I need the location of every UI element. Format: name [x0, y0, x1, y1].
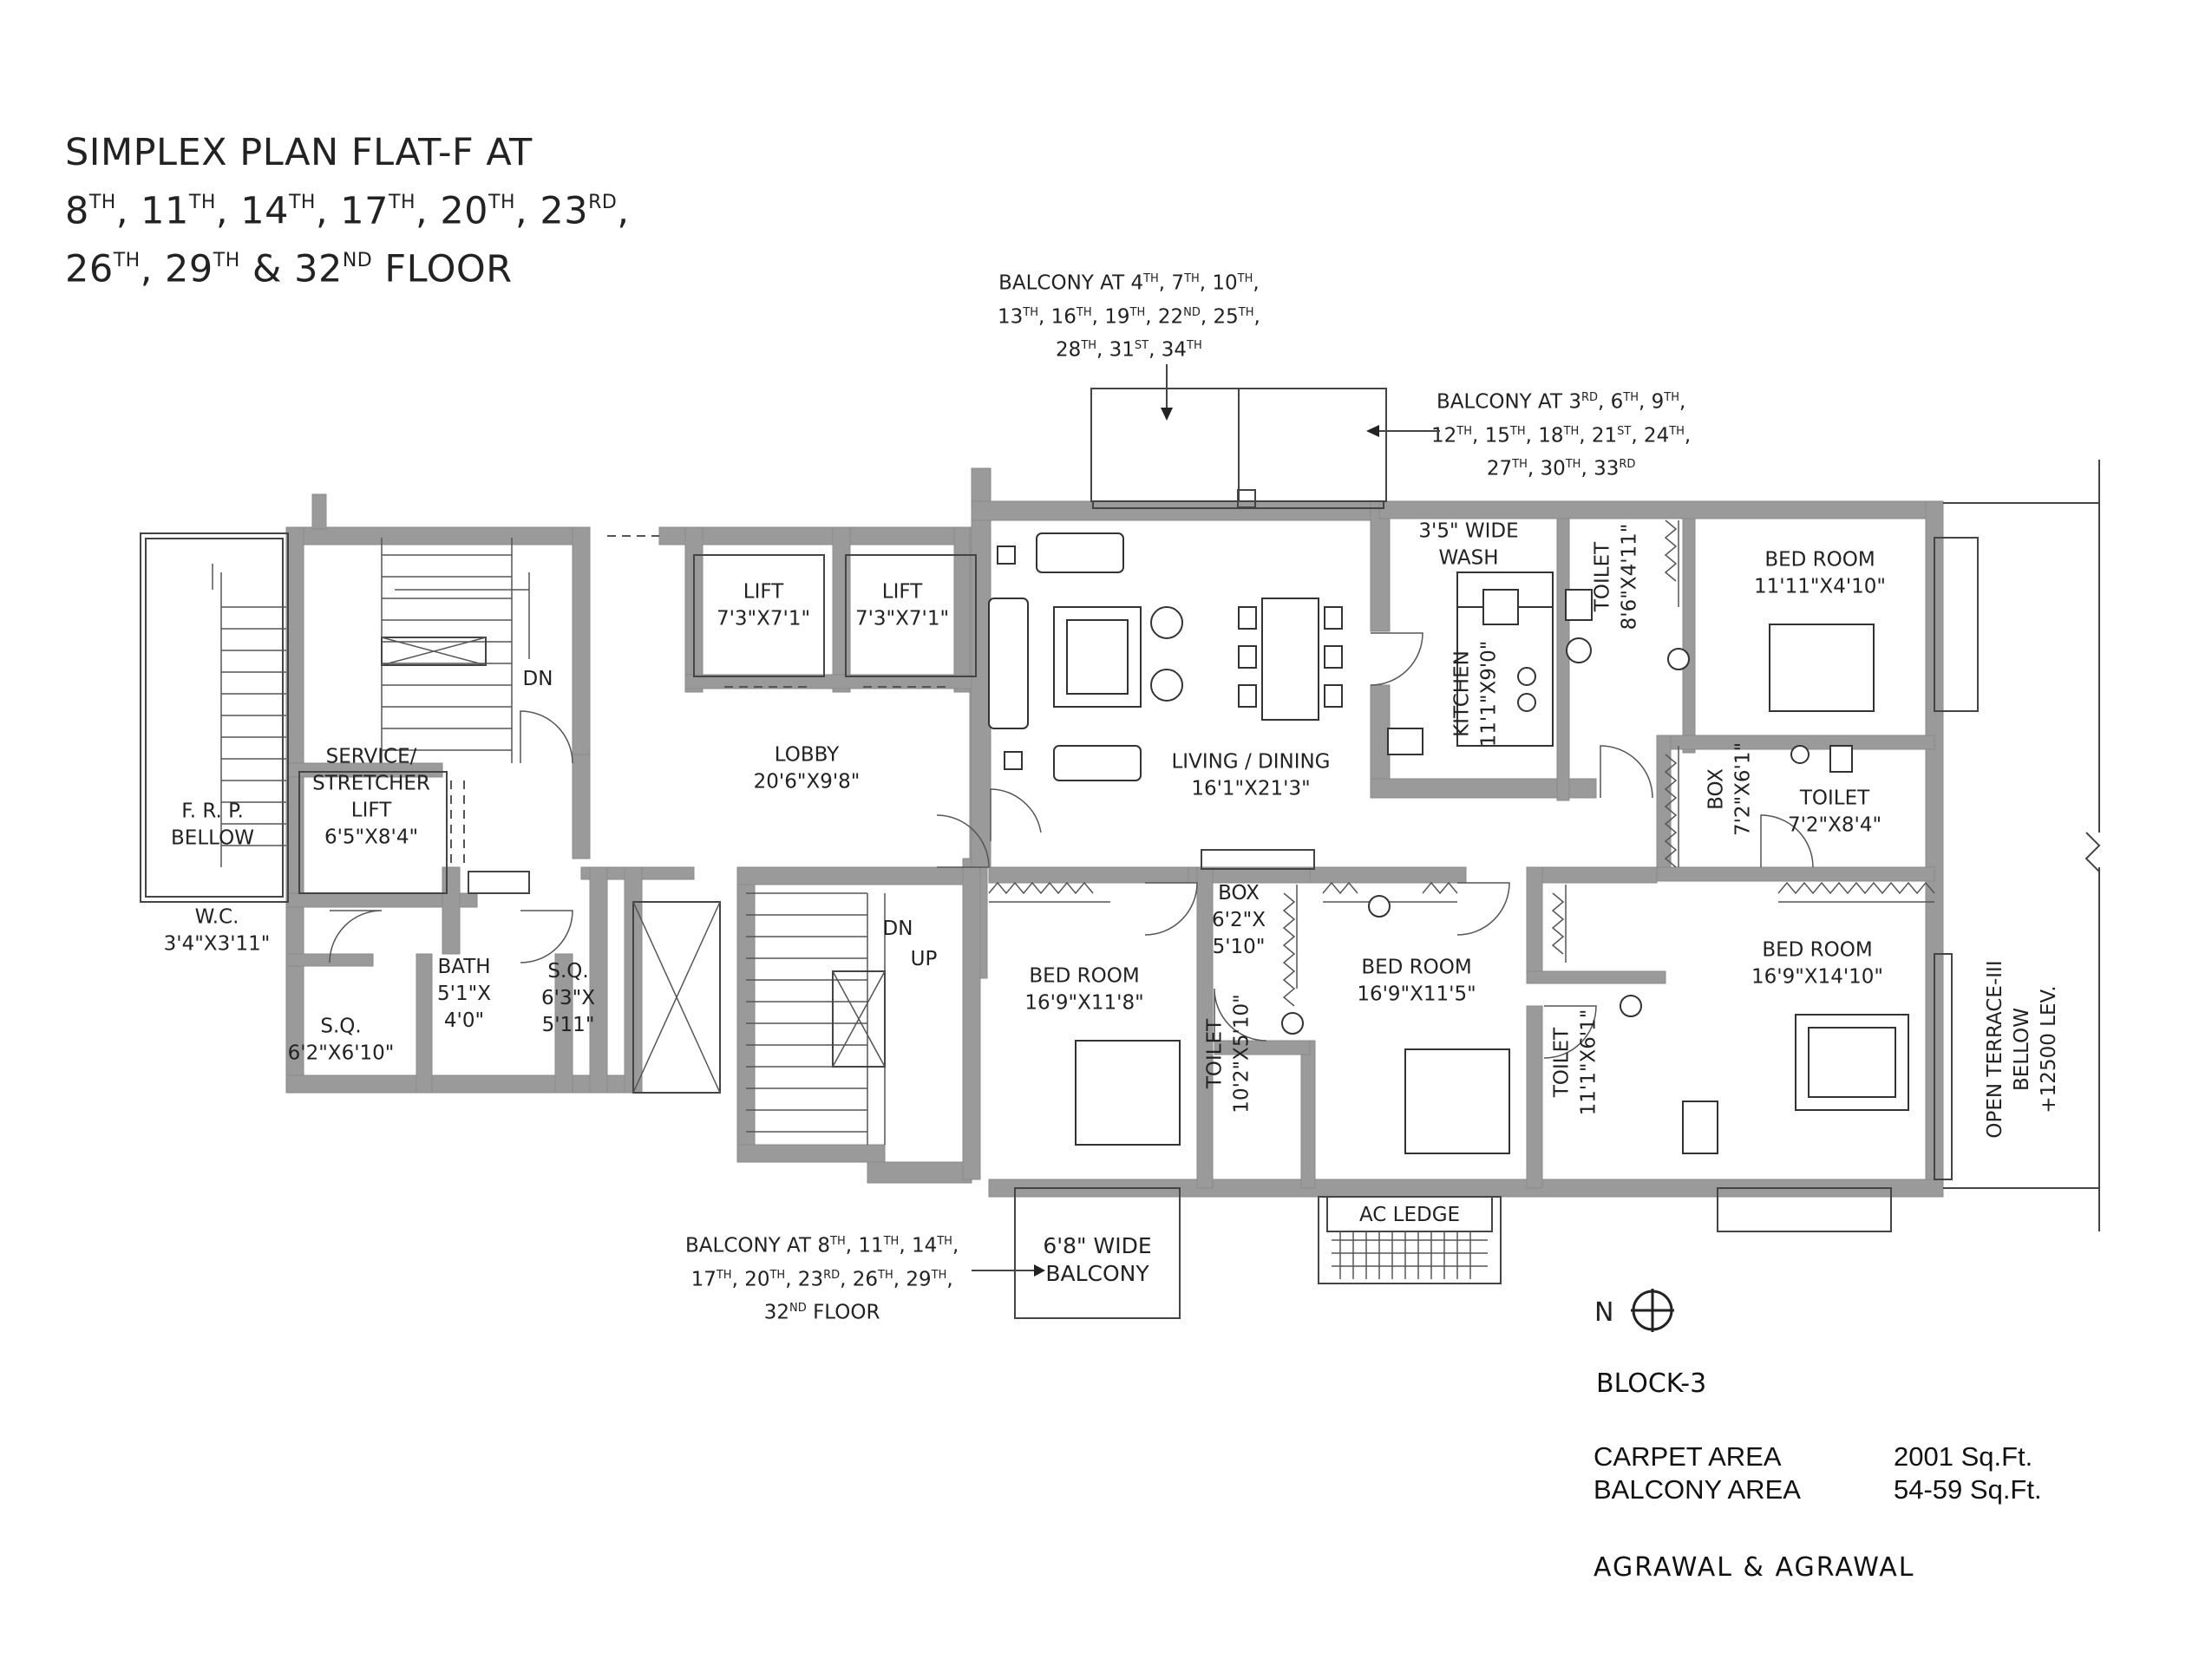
balcony-note-bottom: BALCONY AT 8TH, 11TH, 14TH,17TH, 20TH, 2…	[685, 1234, 959, 1324]
walls	[285, 467, 1944, 1198]
balcony-note-right: BALCONY AT 3RD, 6TH, 9TH,12TH, 15TH, 18T…	[1431, 390, 1692, 480]
title-line-1: SIMPLEX PLAN FLAT-F AT	[65, 131, 533, 174]
room-label-wc: W.C.3'4"X3'11"	[164, 906, 271, 956]
room-label-sq1: S.Q.6'2"X6'10"	[288, 1016, 395, 1065]
stair-dn-top-label: DN	[523, 668, 553, 690]
furniture	[988, 532, 1909, 1154]
stair-up-label: UP	[911, 948, 938, 970]
north-arrow-icon	[1631, 1289, 1674, 1332]
architect-name: AGRAWAL & AGRAWAL	[1594, 1552, 1915, 1583]
annotation-arrows	[972, 364, 1440, 1277]
area-label-balcony: BALCONY AREA	[1594, 1474, 1801, 1505]
area-value-balcony: 54-59 Sq.Ft.	[1894, 1474, 2042, 1505]
north-label: N	[1594, 1297, 1613, 1328]
outlines	[140, 388, 2101, 1319]
area-label-carpet: CARPET AREA	[1594, 1441, 1782, 1472]
block-label: BLOCK-3	[1596, 1368, 1707, 1399]
area-value-carpet: 2001 Sq.Ft.	[1894, 1441, 2033, 1472]
room-label-frp: F. R. P.BELLOW	[171, 800, 254, 850]
balcony-note-top: BALCONY AT 4TH, 7TH, 10TH,13TH, 16TH, 19…	[998, 271, 1260, 362]
room-label-ac-ledge: AC LEDGE	[1359, 1204, 1460, 1226]
stair-dn-bottom-label: DN	[883, 918, 913, 940]
title-line-2: 8TH, 11TH, 14TH, 17TH, 20TH, 23RD,	[65, 189, 630, 233]
plan-title: SIMPLEX PLAN FLAT-F AT 8TH, 11TH, 14TH, …	[65, 127, 630, 296]
title-line-3: 26TH, 29TH & 32ND FLOOR	[65, 247, 513, 291]
